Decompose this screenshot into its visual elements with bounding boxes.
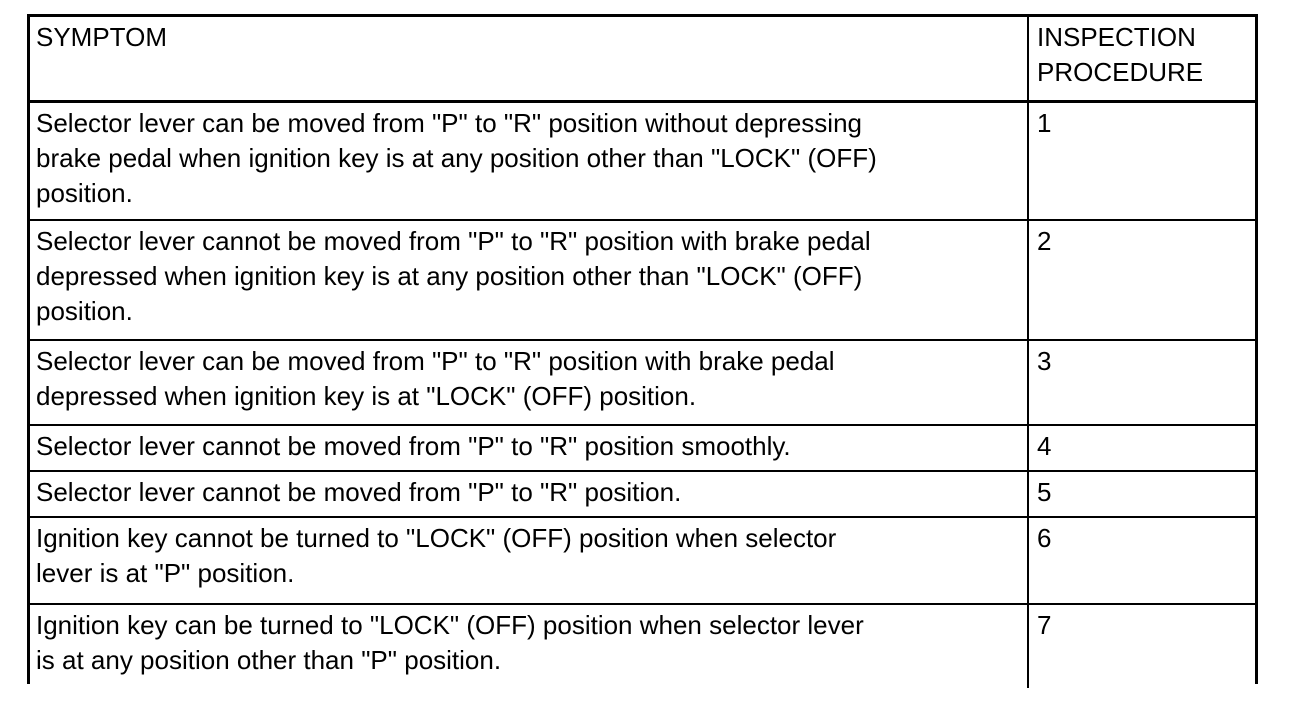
symptom-cell: Selector lever cannot be moved from "P" … xyxy=(30,471,1029,518)
table-body: SYMPTOM INSPECTION PROCEDURE Selector le… xyxy=(30,17,1255,688)
procedure-number: 3 xyxy=(1037,346,1052,376)
procedure-number: 5 xyxy=(1037,477,1052,507)
procedure-number: 6 xyxy=(1037,523,1052,553)
column-header-symptom-label: SYMPTOM xyxy=(36,22,167,52)
symptom-text: Selector lever cannot be moved from "P" … xyxy=(36,431,791,461)
table-row: Selector lever can be moved from "P" to … xyxy=(30,101,1255,221)
symptom-cell: Ignition key can be turned to "LOCK" (OF… xyxy=(30,604,1029,688)
procedure-cell: 6 xyxy=(1028,517,1255,605)
table: SYMPTOM INSPECTION PROCEDURE Selector le… xyxy=(30,17,1255,688)
symptom-cell: Selector lever can be moved from "P" to … xyxy=(30,340,1029,426)
table-row: Selector lever cannot be moved from "P" … xyxy=(30,425,1255,472)
column-header-symptom: SYMPTOM xyxy=(30,17,1029,103)
table-row: Ignition key cannot be turned to "LOCK" … xyxy=(30,517,1255,605)
table-row: Ignition key can be turned to "LOCK" (OF… xyxy=(30,604,1255,688)
symptom-text: Selector lever cannot be moved from "P" … xyxy=(36,226,871,326)
column-header-inspection-procedure-label: INSPECTION PROCEDURE xyxy=(1037,22,1204,87)
procedure-cell: 5 xyxy=(1028,471,1255,518)
table-row: Selector lever cannot be moved from "P" … xyxy=(30,471,1255,518)
column-header-inspection-procedure: INSPECTION PROCEDURE xyxy=(1028,17,1255,103)
symptom-text: Selector lever can be moved from "P" to … xyxy=(36,346,835,411)
procedure-cell: 3 xyxy=(1028,340,1255,426)
symptom-cell: Selector lever cannot be moved from "P" … xyxy=(30,220,1029,341)
symptom-cell: Selector lever cannot be moved from "P" … xyxy=(30,425,1029,472)
symptom-cell: Selector lever can be moved from "P" to … xyxy=(30,101,1029,221)
procedure-number: 4 xyxy=(1037,431,1052,461)
symptom-text: Ignition key can be turned to "LOCK" (OF… xyxy=(36,610,864,675)
symptom-cell: Ignition key cannot be turned to "LOCK" … xyxy=(30,517,1029,605)
symptom-text: Selector lever cannot be moved from "P" … xyxy=(36,477,682,507)
procedure-number: 2 xyxy=(1037,226,1052,256)
symptom-text: Selector lever can be moved from "P" to … xyxy=(36,107,877,208)
procedure-cell: 7 xyxy=(1028,604,1255,688)
table-header-row: SYMPTOM INSPECTION PROCEDURE xyxy=(30,17,1255,103)
table-row: Selector lever can be moved from "P" to … xyxy=(30,340,1255,426)
procedure-cell: 2 xyxy=(1028,220,1255,341)
procedure-cell: 1 xyxy=(1028,101,1255,221)
symptom-inspection-table: SYMPTOM INSPECTION PROCEDURE Selector le… xyxy=(27,14,1258,688)
procedure-number: 7 xyxy=(1037,610,1052,640)
procedure-number: 1 xyxy=(1037,107,1052,138)
table-row: Selector lever cannot be moved from "P" … xyxy=(30,220,1255,341)
symptom-text: Ignition key cannot be turned to "LOCK" … xyxy=(36,523,837,588)
procedure-cell: 4 xyxy=(1028,425,1255,472)
